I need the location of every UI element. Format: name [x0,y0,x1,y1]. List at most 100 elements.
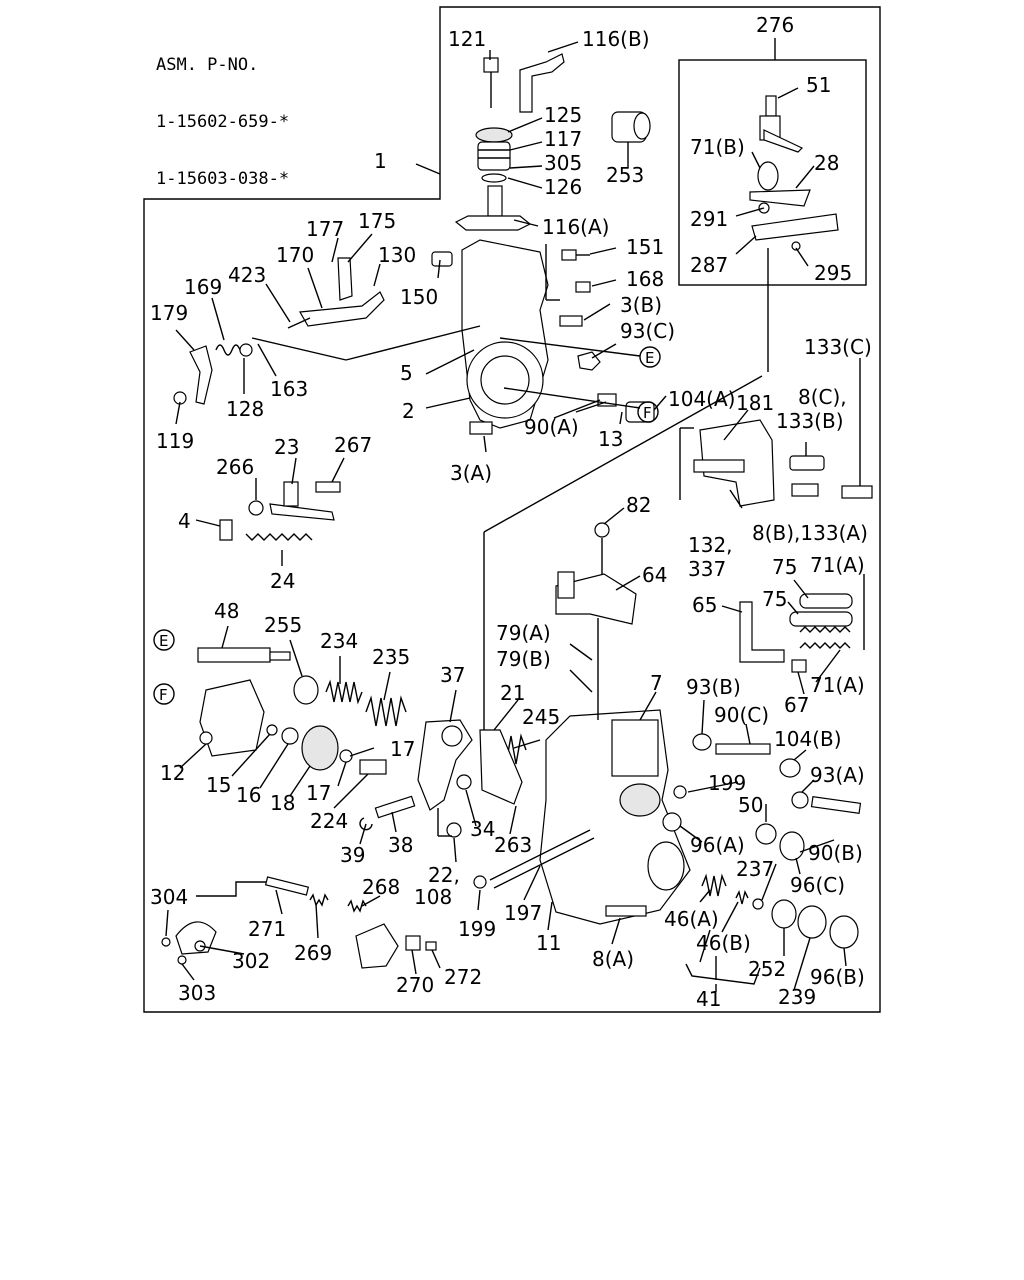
callout-272: 272 [444,965,482,989]
part-callouts: 121 116(B) 276 51 125 117 305 126 253 71… [150,13,872,1011]
callout-79b: 79(B) [496,647,551,671]
callout-253: 253 [606,163,644,187]
callout-163: 163 [270,377,308,401]
callout-8a: 8(A) [592,947,634,971]
callout-12: 12 [160,761,185,785]
callout-93b: 93(B) [686,675,741,699]
callout-50: 50 [738,793,763,817]
callout-303: 303 [178,981,216,1005]
callout-119: 119 [156,429,194,453]
callout-21: 21 [500,681,525,705]
callout-269: 269 [294,941,332,965]
inset-frame-276 [678,59,867,286]
callout-96a: 96(A) [690,833,745,857]
callout-197: 197 [504,901,542,925]
callout-39: 39 [340,843,365,867]
callout-2: 2 [402,399,415,423]
callout-125: 125 [544,103,582,127]
callout-96b: 96(B) [810,965,865,989]
callout-168: 168 [626,267,664,291]
callout-16: 16 [236,783,261,807]
callout-22: 22, [428,863,460,887]
callout-224: 224 [310,809,348,833]
callout-24: 24 [270,569,295,593]
callout-132: 132, [688,533,733,557]
callout-79a: 79(A) [496,621,551,645]
outer-frame [143,6,881,1013]
callout-179: 179 [150,301,188,325]
callout-116b: 116(B) [582,27,650,51]
callout-93a: 93(A) [810,763,865,787]
marker-e-lower: E [159,632,168,650]
callout-8c: 8(C), [798,385,847,409]
callout-4: 4 [178,509,191,533]
callout-128: 128 [226,397,264,421]
callout-13: 13 [598,427,623,451]
callout-287: 287 [690,253,728,277]
callout-121: 121 [448,27,486,51]
callout-37: 37 [440,663,465,687]
callout-34: 34 [470,817,495,841]
callout-181: 181 [736,391,774,415]
callout-46a: 46(A) [664,907,719,931]
assembly-part-numbers: ASM. P-NO. 1-15602-659-* 1-15603-038-* [156,18,289,208]
callout-75a: 75 [772,555,797,579]
callout-23: 23 [274,435,299,459]
callout-71b: 71(B) [690,135,745,159]
callout-252: 252 [748,957,786,981]
callout-17a: 17 [390,737,415,761]
callout-5: 5 [400,361,413,385]
callout-177: 177 [306,217,344,241]
callout-266: 266 [216,455,254,479]
callout-67: 67 [784,693,809,717]
callout-295: 295 [814,261,852,285]
callout-302: 302 [232,949,270,973]
callout-126: 126 [544,175,582,199]
callout-75b: 75 [762,587,787,611]
callout-235: 235 [372,645,410,669]
callout-15: 15 [206,773,231,797]
callout-17b: 17 [306,781,331,805]
marker-f-upper: F [643,404,652,422]
callout-7: 7 [650,671,663,695]
callout-90c: 90(C) [714,703,769,727]
callout-150: 150 [400,285,438,309]
callout-90b: 90(B) [808,841,863,865]
callout-46b: 46(B) [696,931,751,955]
assembly-title: ASM. P-NO. [156,55,259,75]
callout-169: 169 [184,275,222,299]
callout-104b: 104(B) [774,727,842,751]
callout-267: 267 [334,433,372,457]
callout-11: 11 [536,931,561,955]
callout-108: 108 [414,885,452,909]
reference-markers: E F E F [153,346,661,705]
callout-276: 276 [756,13,794,37]
callout-96c: 96(C) [790,873,845,897]
leader-lines [165,38,865,992]
assembly-number-2: 1-15603-038-* [156,169,290,189]
callout-263: 263 [494,833,532,857]
callout-3b: 3(B) [620,293,662,317]
callout-104a: 104(A) [668,387,735,411]
callout-116a: 116(A) [542,215,609,239]
callout-90a: 90(A) [524,415,579,439]
callout-175: 175 [358,209,396,233]
callout-270: 270 [396,973,434,997]
callout-82: 82 [626,493,651,517]
callout-271: 271 [248,917,286,941]
callout-48: 48 [214,599,239,623]
callout-1: 1 [374,149,387,173]
callout-133b: 133(B) [776,409,844,433]
callout-245: 245 [522,705,560,729]
callout-305: 305 [544,151,582,175]
callout-133c: 133(C) [804,335,872,359]
assembly-number-1: 1-15602-659-* [156,112,290,132]
callout-38: 38 [388,833,413,857]
callout-255: 255 [264,613,302,637]
callout-8b133a: 8(B),133(A) [752,521,868,545]
callout-337: 337 [688,557,726,581]
callout-234: 234 [320,629,358,653]
callout-51: 51 [806,73,831,97]
callout-65: 65 [692,593,717,617]
